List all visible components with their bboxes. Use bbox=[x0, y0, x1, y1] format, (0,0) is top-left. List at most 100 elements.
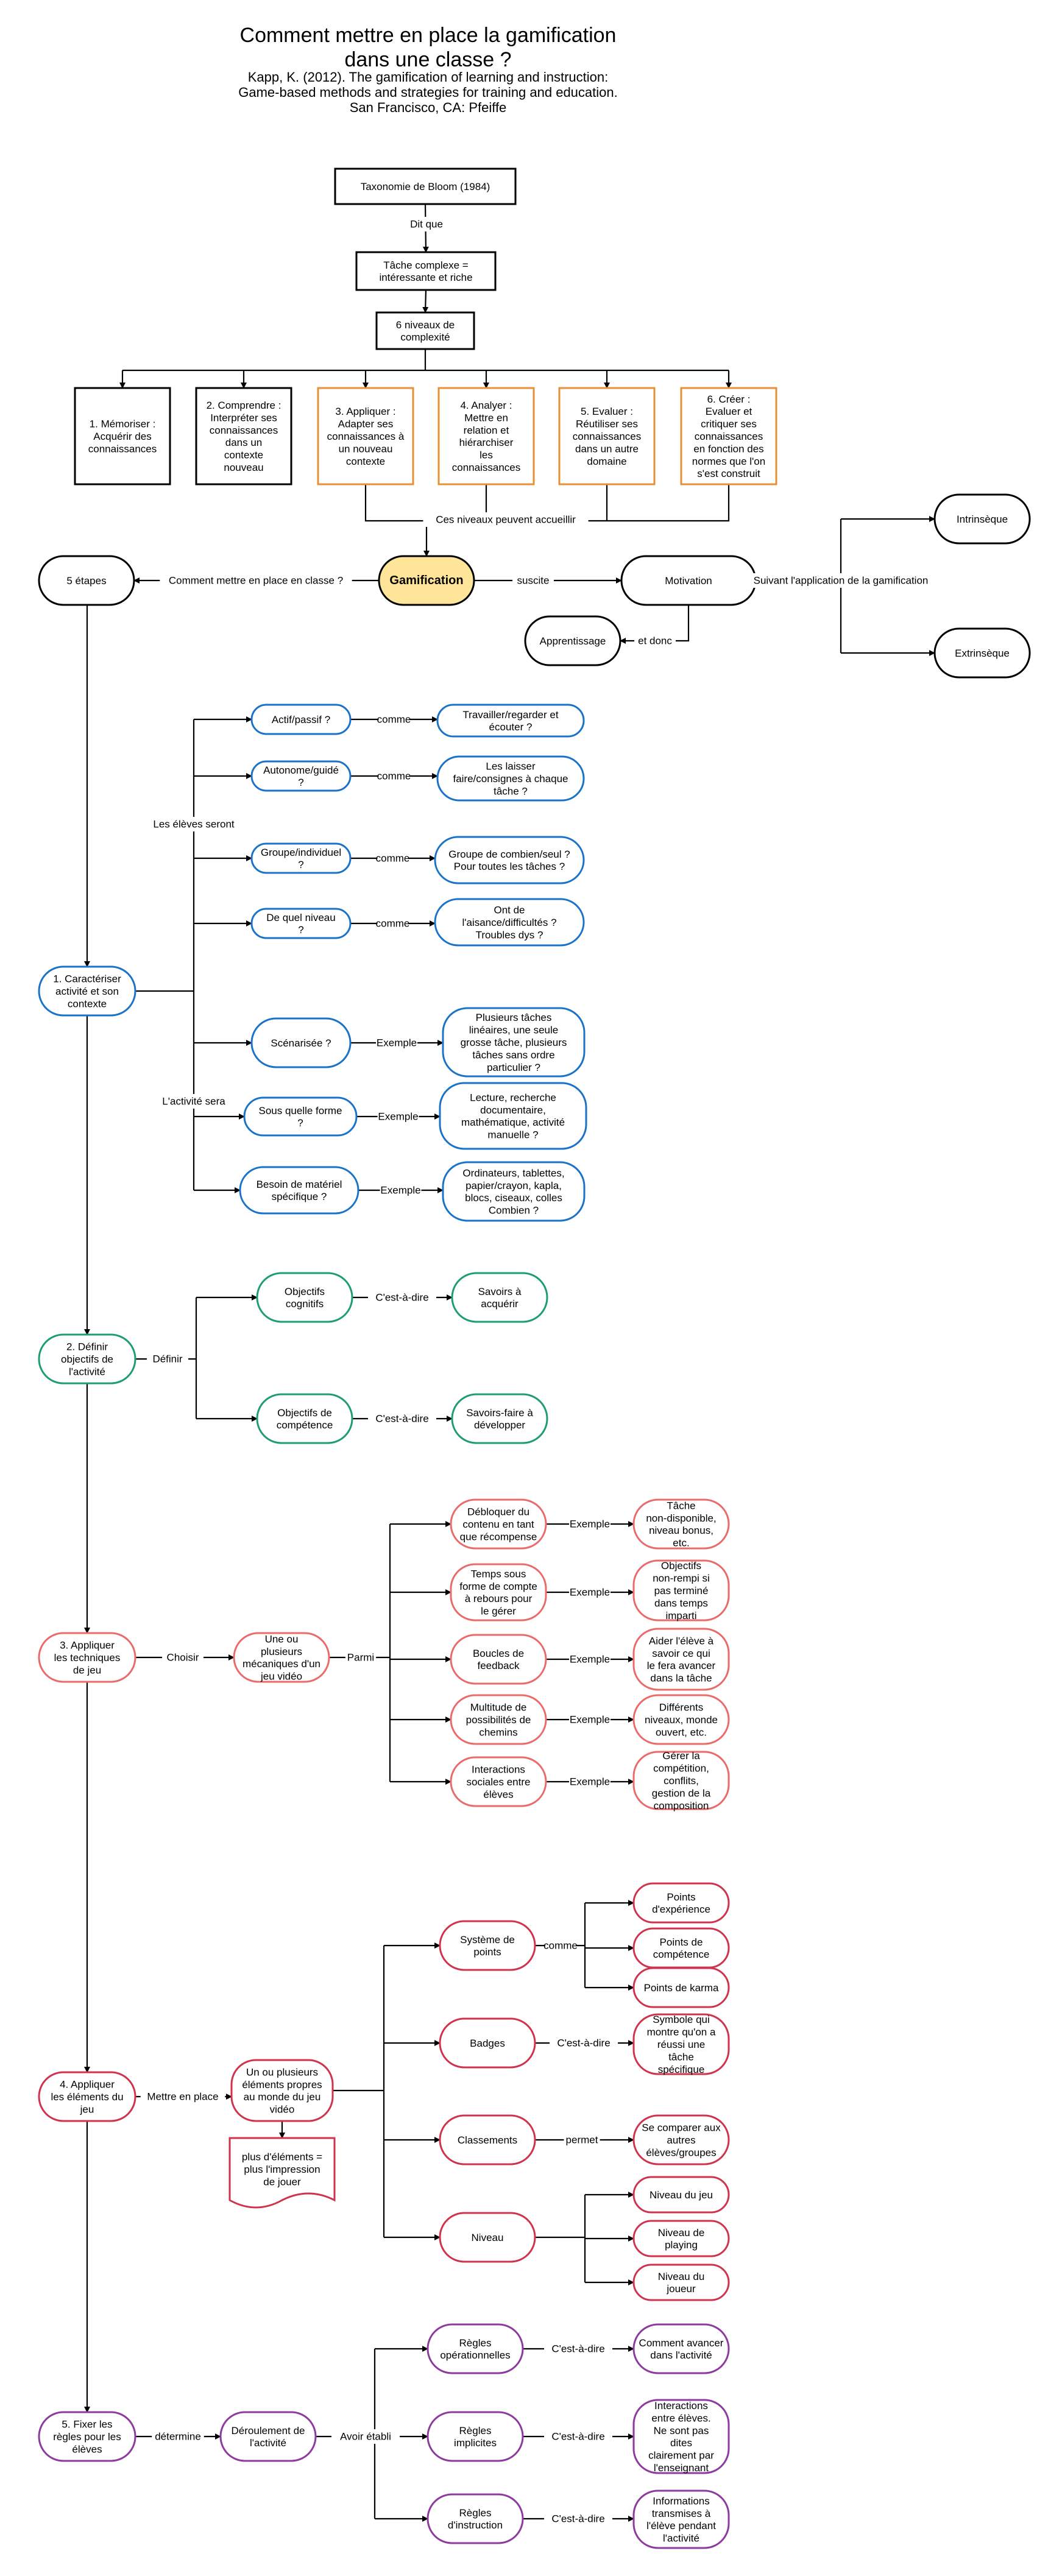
node-label: Apprentissage bbox=[540, 635, 606, 647]
svg-text:Exemple: Exemple bbox=[570, 1587, 610, 1598]
edge-label: suscite bbox=[512, 573, 554, 588]
svg-text:Exemple: Exemple bbox=[570, 1714, 610, 1726]
node-tache: Tâche complexe =intéressante et riche bbox=[355, 251, 497, 291]
edge-label: Comment mettre en place en classe ? bbox=[160, 573, 352, 588]
edge-label: permet bbox=[564, 2133, 600, 2147]
edge-label: Exemple bbox=[569, 1652, 611, 1667]
diagram-title: Comment mettre en place la gamification … bbox=[239, 24, 617, 71]
edge-label: Exemple bbox=[569, 1517, 611, 1531]
svg-text:Comment mettre en place en cla: Comment mettre en place en classe ? bbox=[169, 575, 343, 587]
svg-text:Ces niveaux peuvent accueillir: Ces niveaux peuvent accueillir bbox=[436, 514, 576, 526]
node-label: Groupe de combien/seul ?Pour toutes les … bbox=[448, 848, 570, 872]
node-materiel-detail: Ordinateurs, tablettes,papier/crayon, ka… bbox=[442, 1161, 586, 1222]
edge-label: Avoir établi bbox=[331, 2429, 400, 2444]
node-label: Motivation bbox=[665, 575, 712, 587]
svg-text:Exemple: Exemple bbox=[570, 1776, 610, 1788]
svg-text:Les élèves seront: Les élèves seront bbox=[153, 819, 235, 830]
svg-text:Parmi: Parmi bbox=[347, 1652, 374, 1664]
svg-text:C'est-à-dire: C'est-à-dire bbox=[551, 2513, 604, 2525]
edge-label: Dit que bbox=[406, 217, 447, 231]
edge-label: Mettre en place bbox=[140, 2089, 225, 2104]
edge-label: Parmi bbox=[345, 1650, 377, 1665]
node-label: De quel niveau? bbox=[266, 911, 335, 935]
connector bbox=[422, 289, 429, 313]
node-label: Groupe/individuel? bbox=[261, 846, 341, 870]
svg-text:Définir: Définir bbox=[152, 1353, 182, 1365]
node-karma: Points de karma bbox=[632, 1967, 730, 2008]
node-bloom: Taxonomie de Bloom (1984) bbox=[334, 168, 517, 205]
node-label: Actif/passif ? bbox=[272, 714, 330, 725]
node-motivation: Motivation bbox=[620, 555, 757, 606]
edge-label: Exemple bbox=[377, 1109, 419, 1124]
svg-text:comme: comme bbox=[377, 771, 411, 782]
node-classements: Classements bbox=[439, 2114, 536, 2165]
edge-label: Exemple bbox=[376, 1036, 417, 1050]
svg-text:C'est-à-dire: C'est-à-dire bbox=[557, 2038, 610, 2049]
edge-label: Exemple bbox=[569, 1712, 611, 1727]
node-label: Extrinsèque bbox=[955, 648, 1010, 659]
node-badges: Badges bbox=[439, 2017, 536, 2069]
svg-text:C'est-à-dire: C'est-à-dire bbox=[551, 2431, 604, 2443]
edge-label: C'est-à-dire bbox=[367, 1290, 437, 1305]
node-label: Taxonomie de Bloom (1984) bbox=[361, 181, 490, 192]
svg-text:Exemple: Exemple bbox=[378, 1111, 418, 1123]
node-quel-niveau: De quel niveau? bbox=[250, 908, 352, 939]
svg-text:Exemple: Exemple bbox=[380, 1185, 420, 1196]
node-niv-jeu: Niveau du jeu bbox=[632, 2176, 730, 2214]
edge-label: C'est-à-dire bbox=[543, 2511, 613, 2526]
svg-text:comme: comme bbox=[543, 1940, 578, 1952]
edge-label: C'est-à-dire bbox=[543, 2429, 613, 2444]
node-label: Intrinsèque bbox=[957, 513, 1008, 525]
edge-label: détermine bbox=[152, 2429, 204, 2444]
edge-label: comme bbox=[376, 916, 409, 931]
svg-text:Suivant l'application de la ga: Suivant l'application de la gamification bbox=[754, 575, 929, 587]
edge-label: Suivant l'application de la gamification bbox=[731, 573, 950, 588]
node-label: Badges bbox=[470, 2038, 505, 2049]
edge-label: C'est-à-dire bbox=[543, 2341, 613, 2356]
node-label: Scénarisée ? bbox=[271, 1037, 331, 1049]
svg-text:détermine: détermine bbox=[155, 2431, 201, 2443]
node-label: 5 étapes bbox=[66, 575, 106, 587]
edge-label: C'est-à-dire bbox=[549, 2036, 618, 2050]
